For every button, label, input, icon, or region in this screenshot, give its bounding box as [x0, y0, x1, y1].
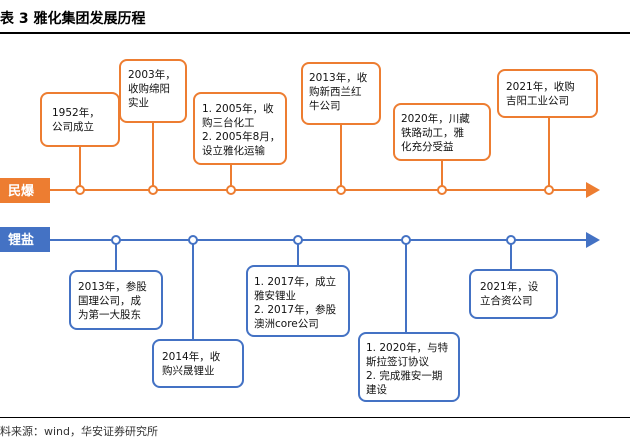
- svg-text:2020年，川藏铁路动工，雅化充分受益: 2020年，川藏铁路动工，雅化充分受益: [401, 112, 470, 153]
- svg-text:1952年，公司成立: 1952年，公司成立: [52, 106, 100, 133]
- svg-text:2013年，参股国理公司，成为第一大股东: 2013年，参股国理公司，成为第一大股东: [78, 280, 147, 321]
- svg-text:2021年，设立合资公司: 2021年，设立合资公司: [480, 280, 539, 307]
- minbao-label-box: [0, 178, 50, 203]
- table-title-bar: 表 3 雅化集团发展历程: [0, 0, 630, 32]
- svg-text:2013年，收购新西兰红牛公司: 2013年，收购新西兰红牛公司: [309, 71, 368, 112]
- bottom-rule: [0, 417, 630, 418]
- minbao-event-2013: 2013年，收购新西兰红牛公司: [301, 62, 381, 195]
- minbao-event-2020: 2020年，川藏铁路动工，雅化充分受益: [393, 103, 491, 195]
- svg-text:2003年，收购绵阳实业: 2003年，收购绵阳实业: [128, 68, 176, 109]
- minbao-event-2003: 2003年，收购绵阳实业: [119, 59, 187, 195]
- lithium-event-2021: 2021年，设立合资公司: [469, 235, 558, 319]
- lithium-event-2014: 2014年，收购兴晟锂业: [152, 235, 244, 388]
- figure-title: 表 3 雅化集团发展历程: [0, 11, 146, 27]
- source-note: 料来源：wind，华安证券研究所: [0, 425, 159, 438]
- top-rule: [0, 32, 630, 34]
- minbao-event-1952: 1952年，公司成立: [40, 92, 120, 195]
- svg-text:2021年，收购吉阳工业公司: 2021年，收购吉阳工业公司: [506, 80, 575, 107]
- minbao-label: 民爆: [8, 183, 35, 199]
- lithium-label: 锂盐: [8, 232, 34, 248]
- lithium-event-2013: 2013年，参股国理公司，成为第一大股东: [69, 235, 163, 330]
- svg-text:2014年，收购兴晟锂业: 2014年，收购兴晟锂业: [162, 350, 221, 377]
- lithium-label-box: [0, 227, 50, 252]
- minbao-event-2021: 2021年，收购吉阳工业公司: [497, 69, 598, 195]
